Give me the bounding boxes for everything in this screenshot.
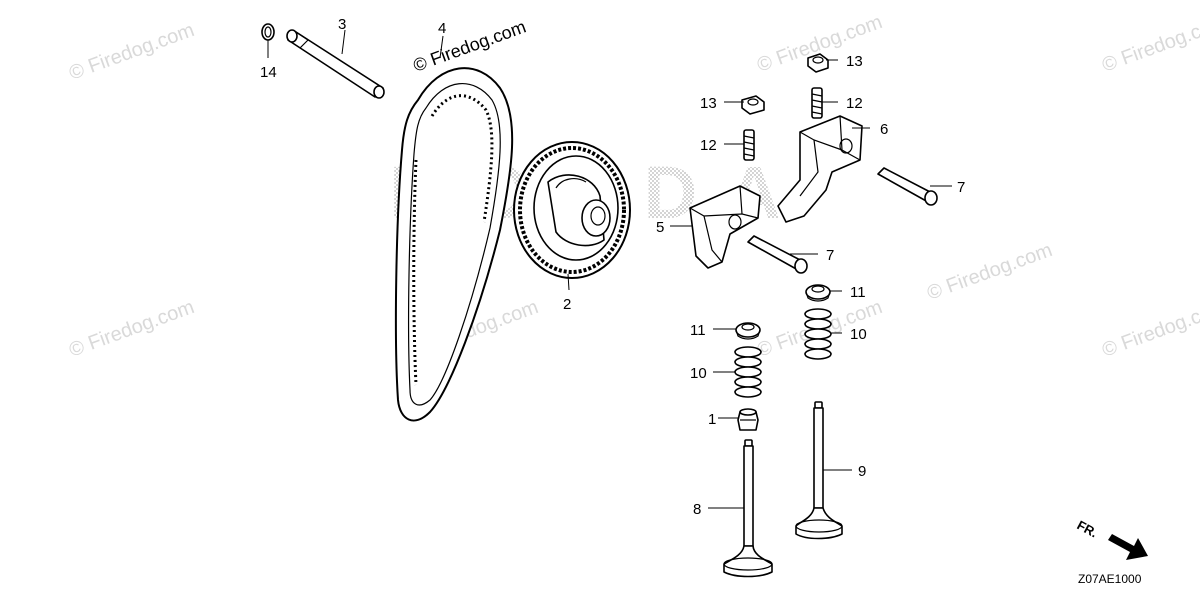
callout-10-left: 10: [690, 365, 707, 382]
callout-12-left: 12: [700, 137, 717, 154]
callout-7-left: 7: [826, 247, 834, 264]
leader-lines: [267, 29, 952, 509]
callout-11-right: 11: [850, 284, 866, 301]
retainer-part-11-left: [735, 322, 761, 340]
diagram-code: Z07AE1000: [1078, 572, 1142, 586]
callout-1: 1: [708, 411, 716, 428]
rocker-shaft-part-7-left: [747, 235, 808, 274]
cam-pulley-part-2: [513, 141, 631, 279]
o-ring-part-14: [261, 23, 275, 41]
watermark: © Firedog.com: [924, 239, 1055, 305]
nut-part-13-left: [741, 95, 765, 115]
watermark: © Firedog.com: [66, 296, 197, 362]
callout-8: 8: [693, 501, 701, 518]
valve-spring-part-10-right: [804, 308, 832, 360]
callout-9: 9: [858, 463, 866, 480]
timing-belt-part-4: [394, 67, 514, 422]
stud-part-12-right: [811, 87, 823, 119]
valve-part-8: [723, 439, 773, 578]
watermark: © Firedog.com: [1099, 11, 1200, 77]
valve-part-9: [795, 401, 843, 540]
callout-14: 14: [260, 64, 277, 81]
stem-seal-part-1: [737, 408, 759, 431]
retainer-part-11-right: [805, 284, 831, 302]
callout-10-right: 10: [850, 326, 867, 343]
shaft-part-3: [286, 29, 385, 99]
watermark: © Firedog.com: [1099, 296, 1200, 362]
nut-part-13-right: [807, 53, 829, 73]
stud-part-12-left: [743, 129, 755, 161]
rocker-shaft-part-7-right: [877, 167, 938, 206]
callout-4: 4: [438, 20, 446, 37]
callout-13-left: 13: [700, 95, 717, 112]
front-label: FR.: [1075, 517, 1101, 540]
watermark: © Firedog.com: [411, 16, 529, 75]
front-direction-indicator: FR.: [1075, 517, 1148, 560]
callout-13-right: 13: [846, 53, 863, 70]
callout-7-right: 7: [957, 179, 965, 196]
callout-11-left: 11: [690, 322, 706, 339]
front-arrow-icon: [1108, 534, 1148, 560]
callout-3: 3: [338, 16, 346, 33]
rocker-arm-part-5: [689, 185, 761, 269]
valve-spring-part-10-left: [734, 346, 762, 398]
rocker-arm-part-6: [777, 115, 863, 223]
callout-12-right: 12: [846, 95, 863, 112]
callout-6: 6: [880, 121, 888, 138]
callout-5: 5: [656, 219, 664, 236]
watermark: © Firedog.com: [66, 19, 197, 85]
callout-labels: 3 14 4 2 5 6 7 7 13 12 13 12 11 10 11 10…: [260, 16, 965, 518]
callout-2: 2: [563, 296, 571, 313]
